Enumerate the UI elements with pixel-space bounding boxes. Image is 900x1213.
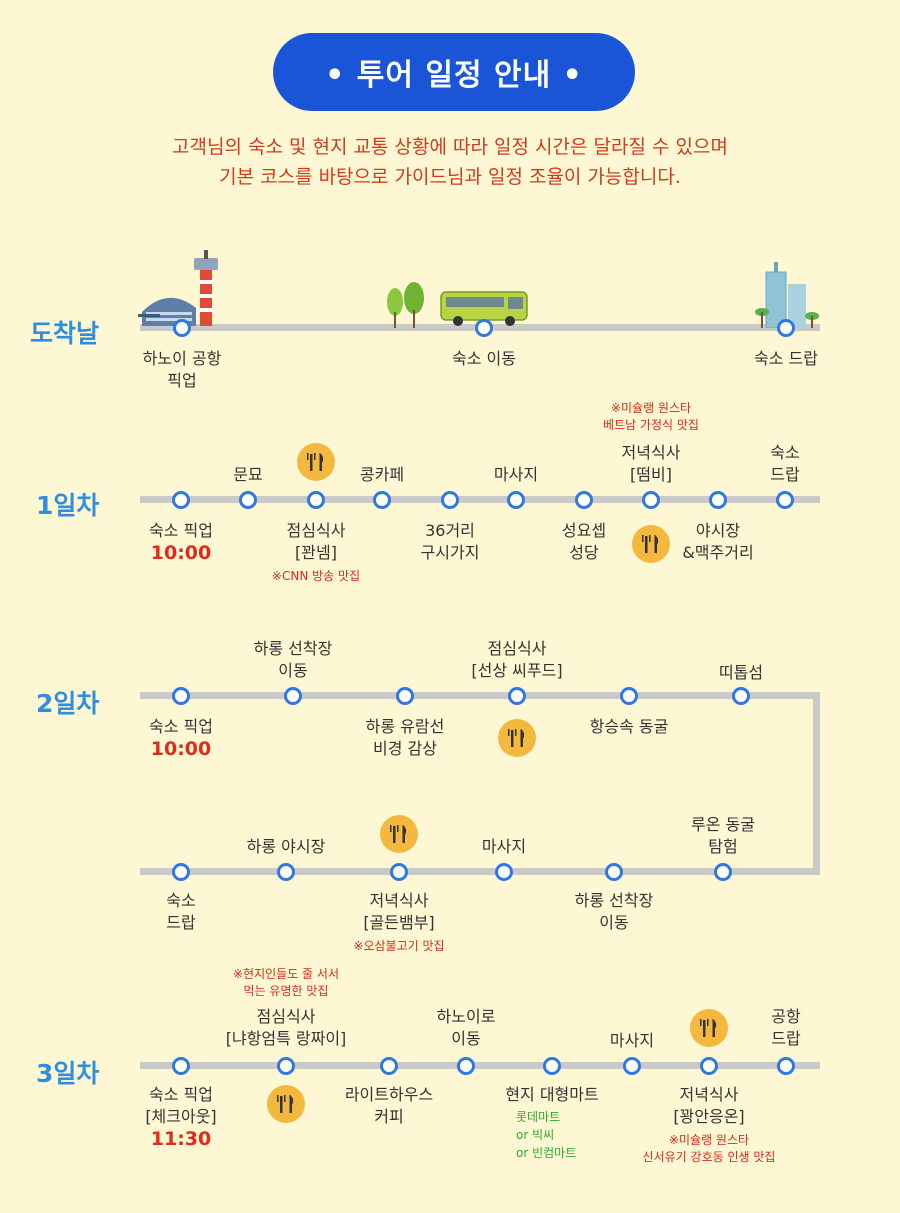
stop-dot: [441, 491, 459, 509]
timeline-track-day3: [140, 1062, 820, 1069]
timeline-track-day1: [140, 496, 820, 503]
stop-label: 점심식사[냐항엄특 랑짜이]: [225, 1007, 347, 1048]
fork-knife-icon: [632, 525, 670, 563]
stop-label: 문묘: [233, 465, 263, 484]
day-label-2: 2일차: [36, 689, 100, 718]
stop-dot: [277, 863, 295, 881]
stop-dot: [172, 863, 190, 881]
pickup-time: 10:00: [150, 738, 212, 760]
stop-dot: [642, 491, 660, 509]
restaurant-note: ※CNN 방송 맛집: [271, 569, 361, 583]
pickup-time: 10:00: [150, 542, 212, 564]
stop-label: 숙소 드랍: [754, 349, 818, 368]
stop-label: 콩카페: [359, 465, 405, 484]
timeline-track-day2-connector: [813, 692, 820, 874]
day-label-1: 1일차: [36, 491, 100, 520]
stop-label: 현지 대형마트: [505, 1085, 599, 1104]
page-title: • 투어 일정 안내 •: [273, 33, 635, 111]
airport-icon: [138, 250, 218, 326]
stop-dot: [605, 863, 623, 881]
fork-knife-icon: [498, 719, 536, 757]
timeline-track-day2-upper: [140, 692, 820, 699]
stop-dot: [475, 319, 493, 337]
stop-dot: [700, 1057, 718, 1075]
fork-knife-icon: [297, 443, 335, 481]
stop-label: 항승속 동굴: [589, 717, 669, 736]
stop-dot: [457, 1057, 475, 1075]
stop-dot: [284, 687, 302, 705]
stop-dot: [390, 863, 408, 881]
stop-dot: [732, 687, 750, 705]
stop-label: 점심식사[꽌넴]: [286, 521, 346, 562]
notice-line-1: 고객님의 숙소 및 현지 교통 상황에 따라 일정 시간은 달라질 수 있으며: [172, 136, 728, 158]
stop-dot: [396, 687, 414, 705]
stop-label: 마사지: [609, 1031, 655, 1050]
stop-label: 점심식사[선상 씨푸드]: [471, 639, 563, 680]
stop-label: 하롱 야시장: [246, 837, 326, 856]
fork-knife-icon: [690, 1009, 728, 1047]
stop-dot: [172, 687, 190, 705]
stop-dot: [623, 1057, 641, 1075]
stop-dot: [277, 1057, 295, 1075]
stop-dot: [714, 863, 732, 881]
stop-label: 마사지: [493, 465, 539, 484]
hotel-icon: [755, 262, 819, 328]
stop-label: 숙소 픽업 10:00: [149, 521, 213, 564]
day-label-arrival: 도착날: [30, 319, 100, 348]
stop-dot: [776, 491, 794, 509]
stop-label: 숙소 픽업 10:00: [149, 717, 213, 760]
stop-dot: [507, 491, 525, 509]
stop-dot: [373, 491, 391, 509]
stop-label: 저녁식사[골든뱀부]: [363, 891, 435, 932]
stop-label: 저녁식사[꽝안응온]: [673, 1085, 745, 1126]
stop-dot: [172, 1057, 190, 1075]
stop-label: 숙소 이동: [452, 349, 516, 368]
day-label-3: 3일차: [36, 1059, 100, 1088]
stop-dot: [777, 1057, 795, 1075]
stop-dot: [173, 319, 191, 337]
stop-label: 야시장&맥주거리: [682, 521, 754, 562]
fork-knife-icon: [267, 1085, 305, 1123]
restaurant-note: ※오삼불고기 맛집: [353, 939, 445, 953]
stop-dot: [239, 491, 257, 509]
stop-dot: [307, 491, 325, 509]
stop-dot: [620, 687, 638, 705]
stop-label: 마사지: [481, 837, 527, 856]
notice-line-2: 기본 코스를 바탕으로 가이드님과 일정 조율이 가능합니다.: [219, 166, 681, 188]
stop-dot: [380, 1057, 398, 1075]
timeline-track-day2-lower: [140, 868, 820, 875]
stop-dot: [543, 1057, 561, 1075]
stop-dot: [172, 491, 190, 509]
fork-knife-icon: [380, 815, 418, 853]
trees-icon: [387, 282, 424, 328]
stop-dot: [575, 491, 593, 509]
stop-dot: [508, 687, 526, 705]
stop-label: 띠톱섬: [718, 663, 764, 682]
pickup-time: 11:30: [150, 1128, 212, 1150]
stop-dot: [777, 319, 795, 337]
stop-label: 숙소 픽업[체크아웃] 11:30: [145, 1085, 217, 1150]
stop-dot: [709, 491, 727, 509]
stop-label: 저녁식사[떰비]: [621, 443, 681, 484]
stop-dot: [495, 863, 513, 881]
